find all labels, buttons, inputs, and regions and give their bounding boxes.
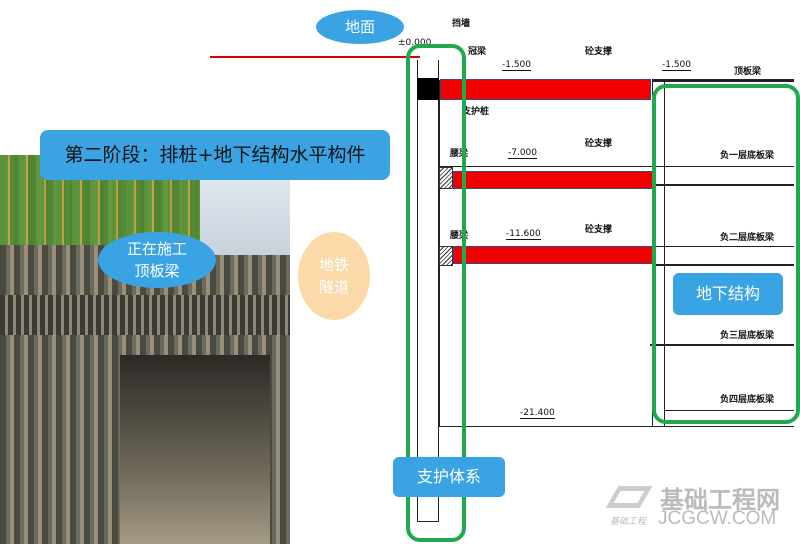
label-roof-beam: 顶板梁 — [734, 67, 762, 77]
elev-0: ±0.000 — [398, 38, 432, 48]
support-system-box — [406, 44, 466, 542]
watermark-logo-icon — [605, 486, 653, 508]
watermark-en: JCGCW.COM — [658, 508, 777, 529]
callout-support: 支护体系 — [393, 457, 505, 497]
callout-metro-text: 地铁隧道 — [318, 256, 349, 296]
watermark-small: 基础工程 — [610, 517, 647, 527]
elev-3: -11.600 — [506, 229, 541, 240]
watermark-cn: 基础工程网 — [660, 486, 780, 514]
label-retaining-wall: 挡墙 — [452, 19, 471, 29]
label-waist-beam-2: 腰梁 — [450, 231, 469, 241]
label-b3: 负三层底板梁 — [720, 331, 775, 341]
label-pile: 支护桩 — [462, 107, 490, 117]
label-b2: 负二层底板梁 — [720, 233, 775, 243]
crown-beam — [417, 78, 439, 100]
label-b4: 负四层底板梁 — [720, 395, 775, 405]
elev-2: -7.000 — [508, 148, 538, 159]
construction-photo — [0, 155, 290, 544]
callout-metro: 地铁隧道 — [298, 232, 370, 320]
stage-title: 第二阶段：排桩+地下结构水平构件 — [40, 130, 390, 180]
ground-line — [210, 56, 420, 58]
waist-beam-2 — [439, 246, 453, 266]
waist-beam-1 — [439, 167, 453, 189]
strut-1 — [440, 79, 651, 100]
strut-2 — [453, 171, 653, 189]
elev-1b: -1.500 — [662, 60, 692, 71]
strut-3 — [453, 246, 653, 264]
underground-structure-box — [652, 84, 800, 424]
label-waist-beam-1: 腰梁 — [450, 149, 469, 159]
label-crown-beam: 冠梁 — [468, 47, 487, 57]
label-b1: 负一层底板梁 — [720, 151, 775, 161]
elev-4: -21.400 — [520, 408, 555, 419]
elev-1: -1.500 — [502, 60, 532, 71]
callout-ground: 地面 — [316, 10, 404, 44]
callout-underground: 地下结构 — [673, 273, 783, 315]
callout-roof-beam: 正在施工顶板梁 — [98, 232, 216, 288]
label-strut-1: 砼支撑 — [585, 47, 613, 57]
label-strut-2: 砼支撑 — [585, 139, 613, 149]
support-pile — [417, 60, 439, 522]
label-strut-3: 砼支撑 — [585, 225, 613, 235]
